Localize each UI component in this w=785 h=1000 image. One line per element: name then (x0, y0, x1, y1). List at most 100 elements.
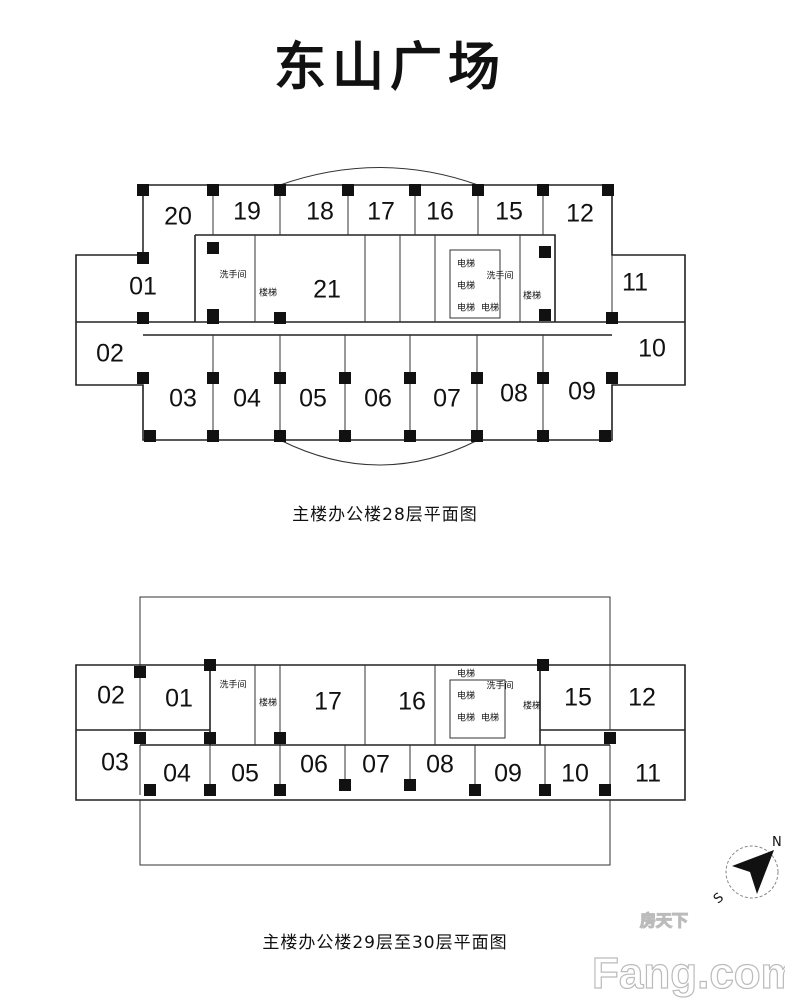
bottom-curved-facade (279, 439, 479, 466)
structural-column (409, 184, 421, 196)
structural-column (137, 372, 149, 384)
structural-column (602, 184, 614, 196)
compass-north-label: N (772, 835, 782, 850)
structural-column (472, 184, 484, 196)
structural-column (137, 184, 149, 196)
structural-column (599, 430, 611, 442)
room-16: 16 (398, 688, 426, 716)
structural-column (537, 659, 549, 671)
room-07: 07 (362, 751, 390, 779)
structural-column (599, 784, 611, 796)
room-15: 15 (564, 684, 592, 712)
stairs-label: 楼梯 (523, 700, 541, 712)
structural-column (207, 184, 219, 196)
compass-icon: N S (711, 835, 782, 907)
structural-column (274, 184, 286, 196)
room-02: 02 (97, 682, 125, 710)
elevator-label: 电梯 (457, 258, 475, 270)
structural-column (144, 784, 156, 796)
room-12: 12 (628, 684, 656, 712)
room-10: 10 (638, 335, 666, 363)
elevator-label: 电梯 (457, 280, 475, 292)
structural-column (471, 372, 483, 384)
elevator-label: 电梯 (457, 712, 475, 724)
elevator-label: 电梯 (481, 712, 499, 724)
room-15: 15 (495, 198, 523, 226)
room-06: 06 (364, 385, 392, 413)
room-08: 08 (426, 751, 454, 779)
structural-column (274, 732, 286, 744)
room-05: 05 (231, 760, 259, 788)
watermark-brand: Fang.com (592, 949, 785, 998)
structural-column (539, 309, 551, 321)
structural-column (537, 184, 549, 196)
floor-29-30-caption: 主楼办公楼29层至30层平面图 (262, 933, 507, 953)
room-17: 17 (314, 688, 342, 716)
structural-column (204, 732, 216, 744)
structural-column (404, 430, 416, 442)
structural-column (404, 779, 416, 791)
room-10: 10 (561, 760, 589, 788)
room-03: 03 (169, 385, 197, 413)
structural-column (274, 784, 286, 796)
room-04: 04 (233, 385, 261, 413)
structural-column (274, 430, 286, 442)
structural-column (144, 430, 156, 442)
outer-terrace-outline (139, 596, 611, 866)
structural-column (471, 430, 483, 442)
room-04: 04 (163, 760, 191, 788)
room-01: 01 (165, 685, 193, 713)
room-11: 11 (622, 269, 648, 297)
room-16: 16 (426, 198, 454, 226)
structural-column (207, 242, 219, 254)
structural-column (604, 732, 616, 744)
top-curved-facade (279, 167, 479, 186)
washroom-label: 洗手间 (219, 679, 246, 691)
room-08: 08 (500, 380, 528, 408)
room-07: 07 (433, 385, 461, 413)
washroom-label: 洗手间 (486, 680, 513, 692)
room-19: 19 (233, 198, 261, 226)
elevator-label: 电梯 (481, 302, 499, 314)
structural-column (134, 666, 146, 678)
room-11: 11 (635, 760, 661, 788)
room-03: 03 (101, 749, 129, 777)
structural-column (539, 784, 551, 796)
structural-column (134, 732, 146, 744)
stairs-label: 楼梯 (523, 290, 541, 302)
structural-column (537, 372, 549, 384)
fang-watermark-logo: 房天下 Fang.com (591, 910, 785, 998)
page-title: 东山广场 (274, 38, 506, 98)
elevator-label: 电梯 (457, 668, 475, 680)
room-09: 09 (494, 760, 522, 788)
watermark-chinese: 房天下 (640, 911, 688, 930)
structural-column (137, 312, 149, 324)
elevator-label: 电梯 (457, 690, 475, 702)
room-09: 09 (568, 378, 596, 406)
structural-column (137, 252, 149, 264)
stairs-label: 楼梯 (259, 697, 277, 709)
room-17: 17 (367, 198, 395, 226)
structural-column (537, 430, 549, 442)
structural-column (342, 184, 354, 196)
room-20: 20 (164, 203, 192, 231)
room-01: 01 (129, 273, 157, 301)
structural-column (207, 430, 219, 442)
elevator-label: 电梯 (457, 302, 475, 314)
structural-column (339, 372, 351, 384)
room-06: 06 (300, 751, 328, 779)
room-12: 12 (566, 200, 594, 228)
structural-column (204, 784, 216, 796)
room-02: 02 (96, 340, 124, 368)
washroom-label: 洗手间 (486, 270, 513, 282)
structural-column (469, 784, 481, 796)
structural-column (339, 779, 351, 791)
structural-column (274, 372, 286, 384)
structural-column (274, 312, 286, 324)
structural-column (207, 312, 219, 324)
structural-column (339, 430, 351, 442)
stairs-label: 楼梯 (259, 287, 277, 299)
structural-column (207, 372, 219, 384)
